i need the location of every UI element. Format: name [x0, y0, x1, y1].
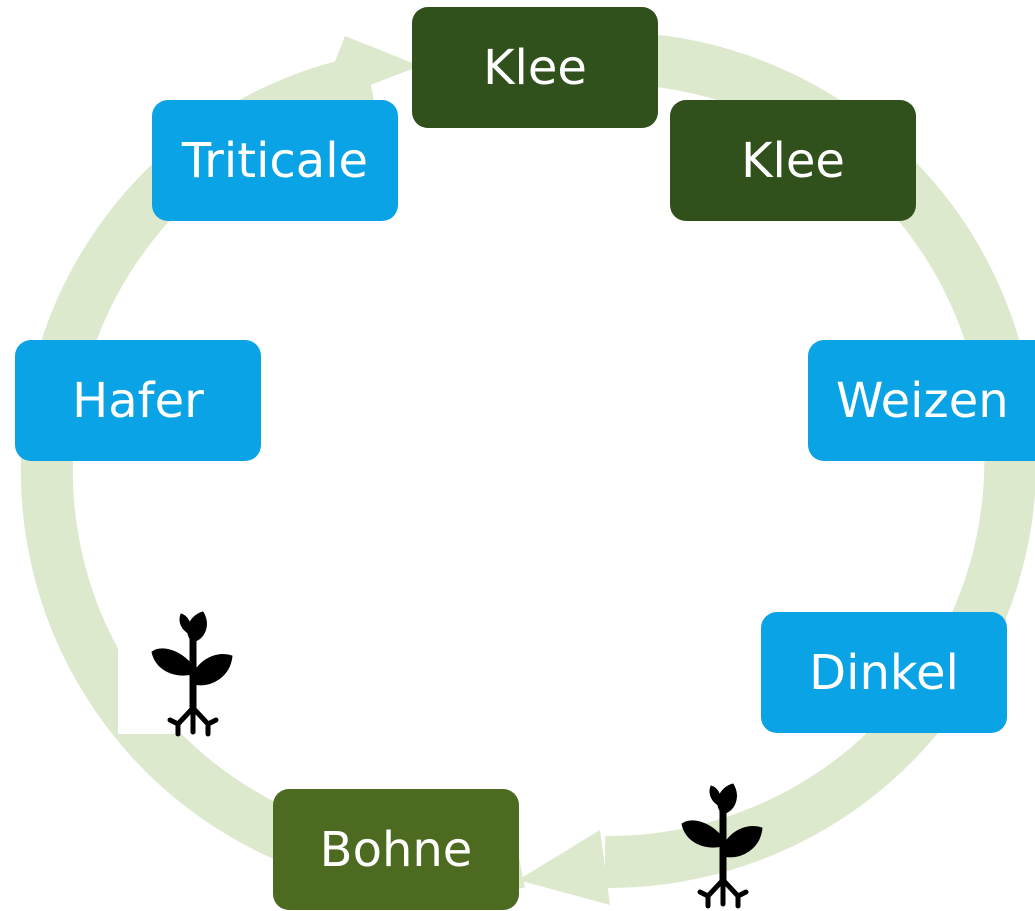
node-weizen: Weizen — [808, 340, 1035, 461]
node-bohne: Bohne — [273, 789, 519, 910]
node-triticale: Triticale — [152, 100, 398, 221]
node-label: Dinkel — [809, 644, 959, 701]
node-hafer: Hafer — [15, 340, 261, 461]
seedling-icon — [681, 783, 763, 909]
node-label: Hafer — [72, 372, 204, 429]
node-klee-1: Klee — [412, 7, 658, 128]
node-label: Triticale — [181, 132, 369, 189]
node-label: Bohne — [319, 821, 473, 878]
node-label: Klee — [483, 39, 587, 96]
cycle-arrowhead-bottom — [518, 830, 610, 905]
seedling-icon — [151, 611, 233, 737]
node-label: Weizen — [836, 372, 1009, 429]
node-dinkel: Dinkel — [761, 612, 1007, 733]
node-label: Klee — [741, 132, 845, 189]
cycle-arrowhead-top — [318, 36, 420, 105]
node-klee-2: Klee — [670, 100, 916, 221]
